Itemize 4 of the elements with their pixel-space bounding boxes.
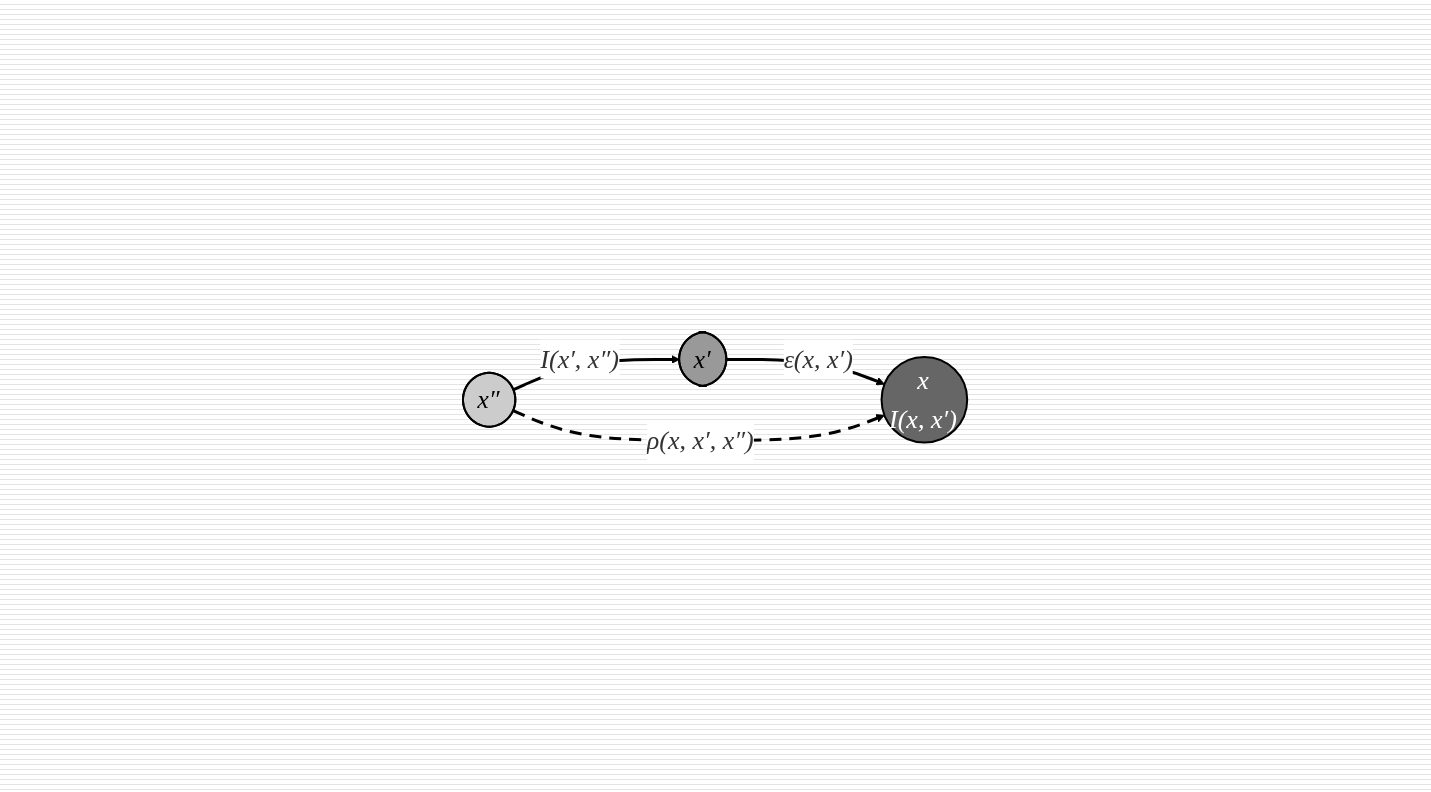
edge-label: ρ(x, x′, x″): [647, 426, 755, 455]
edge-label: ε(x, x′): [784, 344, 854, 374]
edge-label: I(x′, x″): [540, 344, 620, 374]
node-circle: x I(x, x′): [880, 355, 969, 444]
